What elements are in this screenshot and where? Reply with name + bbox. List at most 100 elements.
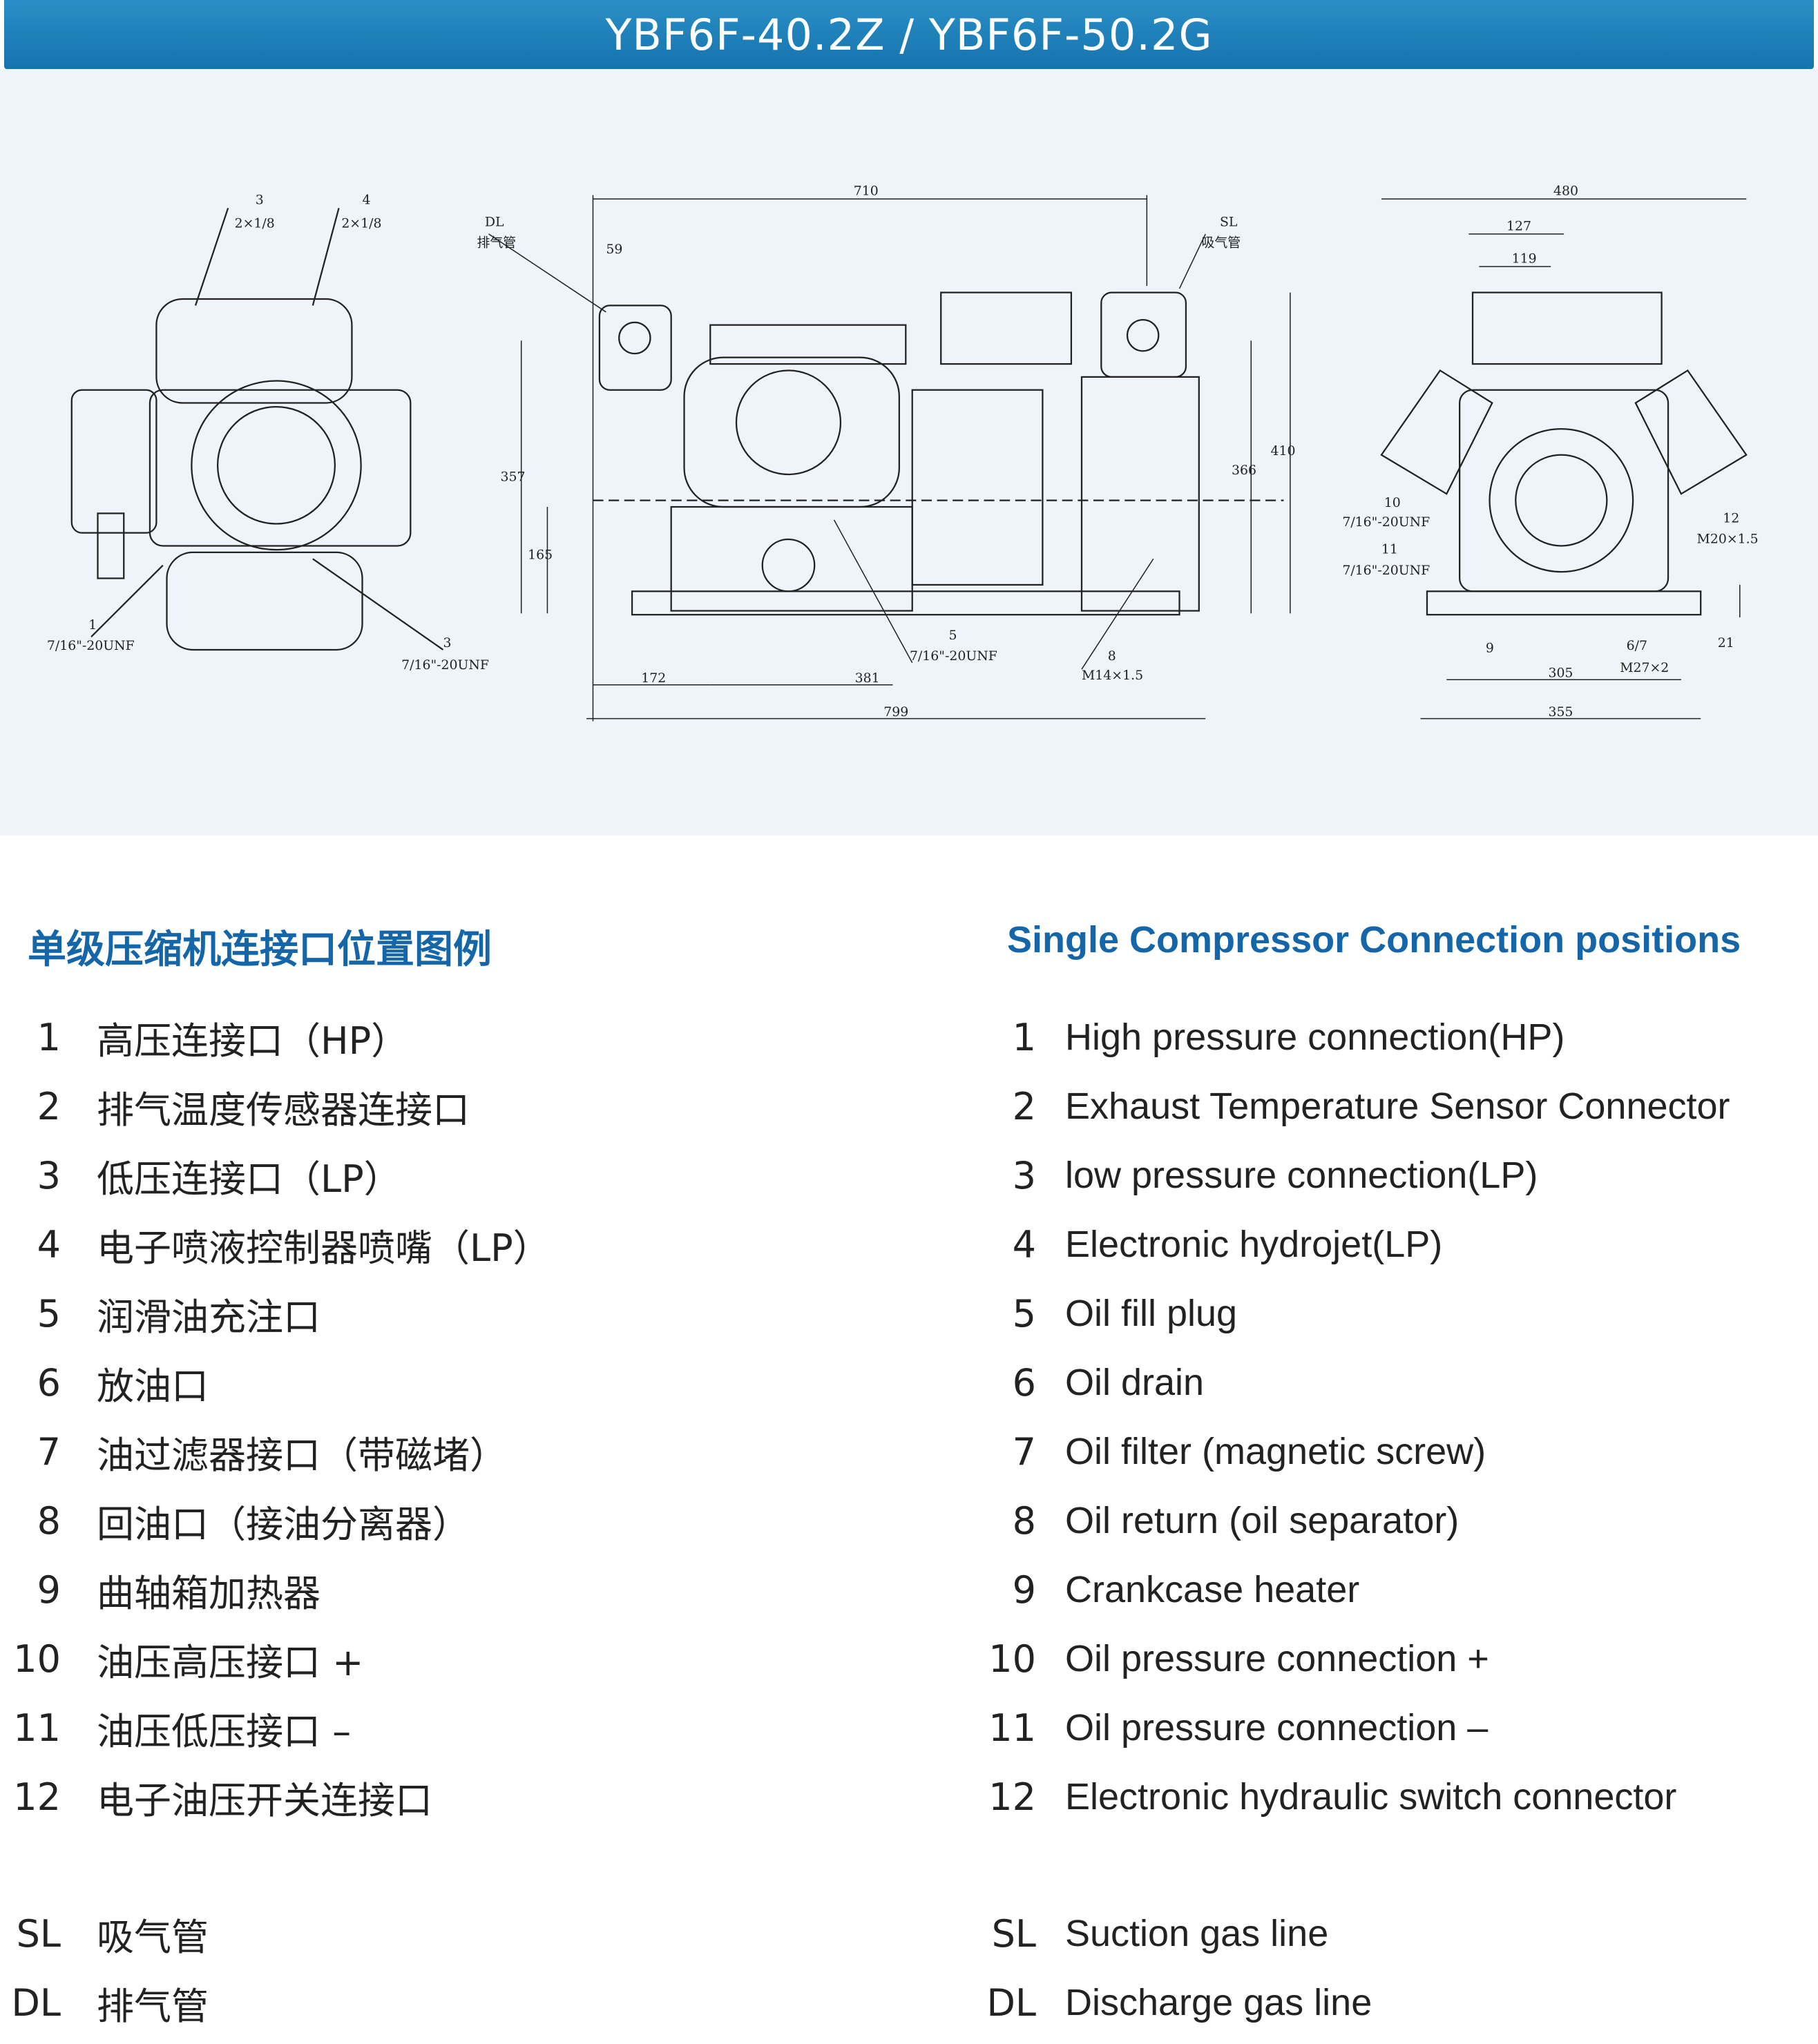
legend-item-text: 排气温度传感器连接口 xyxy=(97,1088,470,1132)
legend-item-text: Oil drain xyxy=(1065,1362,1205,1403)
label-3-spec: 2×1/8 xyxy=(235,217,275,231)
label-3-left: 3 xyxy=(443,636,451,650)
legend-item-number: 8 xyxy=(37,1498,61,1543)
label-3: 3 xyxy=(256,193,264,208)
legend-item: 8 Oil return (oil separator) xyxy=(986,1493,1460,1548)
legend-item-number: 5 xyxy=(1012,1291,1036,1336)
label-11: 11 xyxy=(1381,543,1398,557)
legend-item-number: 5 xyxy=(37,1291,61,1336)
legend-item-text: 润滑油充注口 xyxy=(97,1295,320,1339)
legend-item-number: 11 xyxy=(988,1706,1036,1750)
legend-item-number: 4 xyxy=(37,1222,61,1266)
dim-366: 366 xyxy=(1232,463,1256,478)
model-title: YBF6F-40.2Z / YBF6F-50.2G xyxy=(605,9,1213,60)
legend-item: 7 Oil filter (magnetic screw) xyxy=(986,1424,1486,1479)
legend-item-text: 放油口 xyxy=(97,1364,209,1408)
legend-item-number: 7 xyxy=(1012,1429,1036,1474)
technical-drawing: 3 4 2×1/8 2×1/8 1 7/16"-20UNF 3 7/16"-20… xyxy=(0,69,1818,836)
legend-item: 11 Oil pressure connection – xyxy=(986,1700,1488,1755)
legend-item: 6 Oil drain xyxy=(986,1355,1204,1410)
legend-item-number: 12 xyxy=(988,1775,1036,1819)
dim-480: 480 xyxy=(1553,184,1578,199)
legend-item-text: Oil filter (magnetic screw) xyxy=(1065,1431,1486,1472)
legend-item-number: 3 xyxy=(1012,1153,1036,1197)
label-sl-spec: 吸气管 xyxy=(1202,235,1241,251)
legend-item-text: Electronic hydrojet(LP) xyxy=(1065,1224,1443,1265)
legend-item-number: 9 xyxy=(37,1568,61,1612)
dim-355: 355 xyxy=(1548,705,1573,720)
legend-item: 5 润滑油充注口 xyxy=(0,1286,320,1341)
label-1-left: 1 xyxy=(88,618,97,633)
legend-item-number: 12 xyxy=(13,1775,61,1819)
legend-item: 12 Electronic hydraulic switch connector xyxy=(986,1769,1676,1824)
title-bar: YBF6F-40.2Z / YBF6F-50.2G xyxy=(4,0,1814,69)
legend-item-number: 10 xyxy=(988,1637,1036,1681)
dim-59: 59 xyxy=(606,242,622,257)
legend-item-number: 11 xyxy=(13,1706,61,1750)
legend-item-text: low pressure connection(LP) xyxy=(1065,1155,1538,1196)
legend-item-text: 回油口（接油分离器） xyxy=(97,1502,470,1546)
dim-21: 21 xyxy=(1718,636,1734,650)
label-8-spec: M14×1.5 xyxy=(1082,668,1143,683)
label-12-spec: M20×1.5 xyxy=(1697,532,1759,547)
legend-item-text: Discharge gas line xyxy=(1065,1982,1372,2023)
legend-item-text: 高压连接口（HP） xyxy=(97,1019,409,1063)
dim-799: 799 xyxy=(883,705,908,720)
label-4-spec: 2×1/8 xyxy=(341,217,381,231)
label-5-spec: 7/16"-20UNF xyxy=(910,649,997,664)
legend-item-number: DL xyxy=(986,1980,1036,2025)
legend-item: 8 回油口（接油分离器） xyxy=(0,1493,470,1548)
compressor-drawing: 3 4 2×1/8 2×1/8 1 7/16"-20UNF 3 7/16"-20… xyxy=(47,184,1759,722)
legend-item-number: 6 xyxy=(37,1360,61,1405)
legend-item: 6 放油口 xyxy=(0,1355,209,1410)
legend-item-text: Suction gas line xyxy=(1065,1913,1329,1954)
legend-item-text: High pressure connection(HP) xyxy=(1065,1016,1565,1058)
legend-item: 4 Electronic hydrojet(LP) xyxy=(986,1217,1443,1272)
label-10: 10 xyxy=(1384,496,1401,510)
label-5: 5 xyxy=(949,628,957,643)
legend-item: DL Discharge gas line xyxy=(986,1975,1372,2030)
label-9: 9 xyxy=(1486,642,1494,656)
label-10-spec: 7/16"-20UNF xyxy=(1342,515,1430,530)
end-view-dimensions xyxy=(1381,198,1747,720)
label-1-left-spec: 7/16"-20UNF xyxy=(47,639,135,653)
legend-item-number: 6 xyxy=(1012,1360,1036,1405)
legend-item-text: Oil pressure connection – xyxy=(1065,1707,1489,1748)
legend-item-number: 4 xyxy=(1012,1222,1036,1266)
legend-item-text: Oil return (oil separator) xyxy=(1065,1500,1460,1541)
label-6-7: 6/7 xyxy=(1627,639,1647,653)
legend-item: 12 电子油压开关连接口 xyxy=(0,1769,432,1824)
label-6-7-spec: M27×2 xyxy=(1620,661,1669,675)
legend-item-text: 吸气管 xyxy=(97,1915,209,1959)
dim-381: 381 xyxy=(855,671,880,686)
dim-172: 172 xyxy=(641,671,666,686)
legend-item-number: 10 xyxy=(13,1637,61,1681)
legend-title-en: Single Compressor Connection positions xyxy=(1007,919,1741,961)
legend-item-number: DL xyxy=(11,1980,61,2025)
legend-item-number: 8 xyxy=(1012,1498,1036,1543)
legend-item-text: 低压连接口（LP） xyxy=(97,1157,401,1201)
label-dl-spec: 排气管 xyxy=(477,235,517,251)
legend-item-number: 3 xyxy=(37,1153,61,1197)
dim-127: 127 xyxy=(1506,219,1531,233)
legend-item-number: 9 xyxy=(1012,1568,1036,1612)
dim-305: 305 xyxy=(1548,666,1573,680)
legend-title-cn: 单级压缩机连接口位置图例 xyxy=(28,927,492,972)
legend-item: 3 low pressure connection(LP) xyxy=(986,1148,1538,1203)
label-4: 4 xyxy=(363,193,371,208)
legend-item-text: Electronic hydraulic switch connector xyxy=(1065,1776,1677,1818)
end-view xyxy=(1380,291,1748,616)
label-3-left-spec: 7/16"-20UNF xyxy=(401,658,489,673)
legend-item-text: 电子油压开关连接口 xyxy=(97,1778,432,1822)
